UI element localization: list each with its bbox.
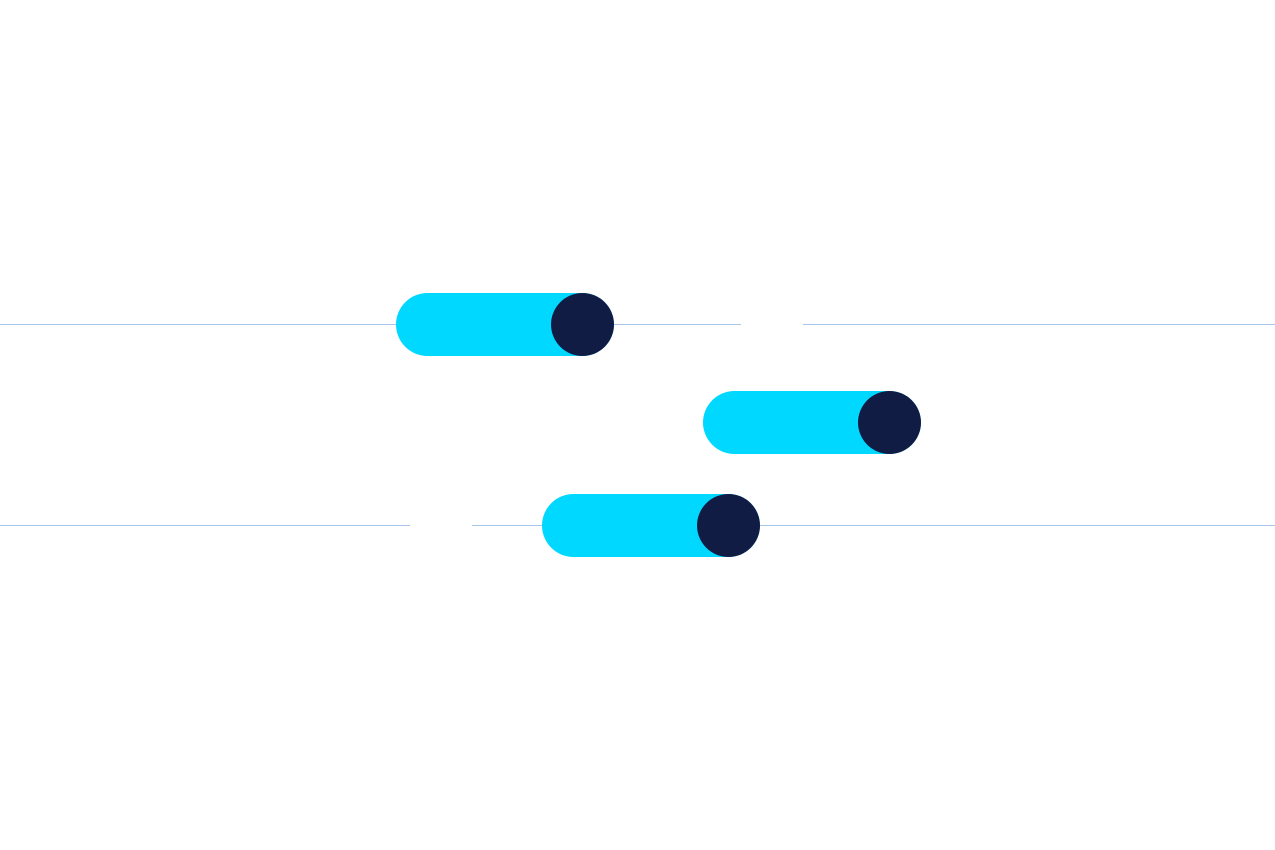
toggle-switch-bottom[interactable] (542, 494, 760, 557)
guide-line (0, 525, 410, 526)
toggle-switch-middle[interactable] (703, 391, 921, 454)
guide-line (0, 324, 741, 325)
toggle-knob (697, 494, 760, 557)
guide-line (472, 525, 1275, 526)
toggle-knob (551, 293, 614, 356)
toggle-switch-top[interactable] (396, 293, 614, 356)
toggle-knob (858, 391, 921, 454)
guide-line (803, 324, 1275, 325)
